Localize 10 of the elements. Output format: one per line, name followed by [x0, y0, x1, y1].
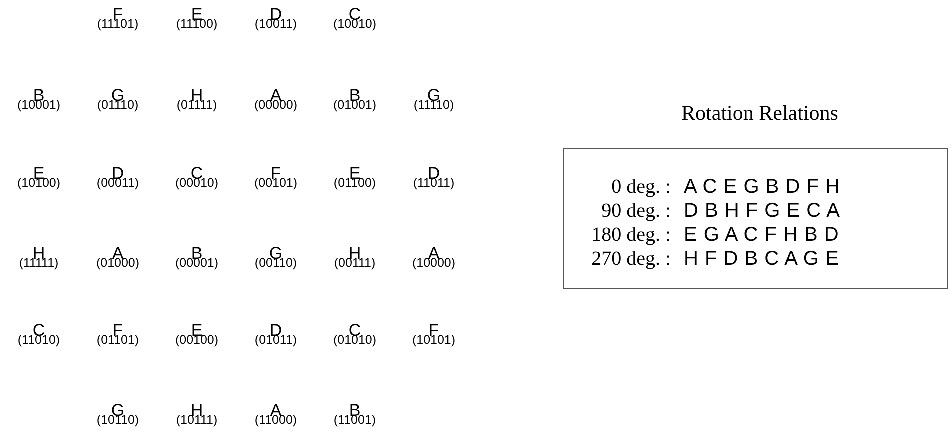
letter-sequence: D B H F G E C A — [684, 199, 840, 223]
rotation-angle: 90 deg. : — [602, 199, 671, 223]
letter-sequence: E G A C F H B D — [684, 223, 840, 247]
rotation-angle: 180 deg. : — [592, 223, 671, 247]
rotation-angle: 0 deg. : — [612, 175, 671, 199]
table-title: Rotation Relations — [680, 101, 840, 125]
letter-sequence: A C E G B D F H — [684, 175, 840, 199]
letter-sequence: H F D B C A G E — [684, 247, 840, 271]
rotation-table — [563, 148, 948, 289]
rotation-angle: 270 deg. : — [592, 247, 671, 271]
